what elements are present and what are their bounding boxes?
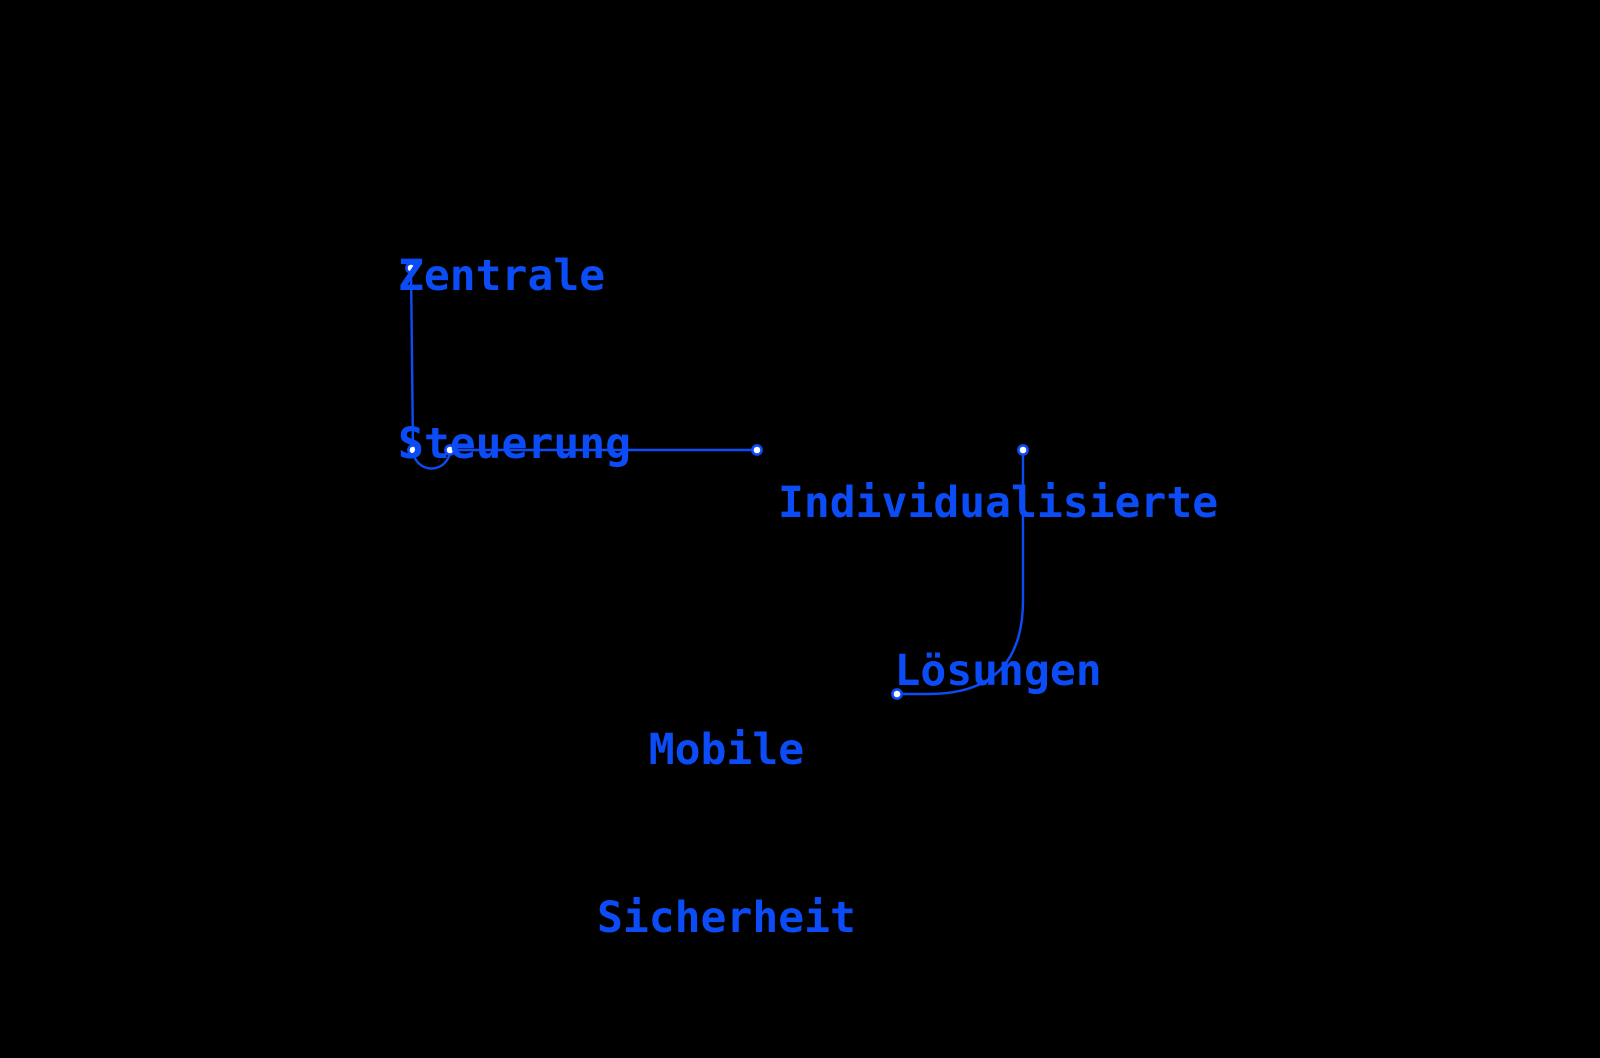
label-mobile-sicherheit-line-2: Sicherheit [597,893,856,943]
label-individualisierte-loesungen-line-2: Lösungen [894,646,1102,696]
label-individualisierte-loesungen-line-1: Individualisierte [778,478,1219,528]
label-zentrale-steuerung-line-2: Steuerung [398,419,631,469]
label-individualisierte-loesungen: Individualisierte Lösungen [778,363,1218,811]
label-mobile-sicherheit: Mobile Sicherheit [597,610,856,1058]
label-mobile-sicherheit-line-1: Mobile [648,725,805,775]
label-zentrale-steuerung: Zentrale Steuerung [398,136,631,584]
node-loesungen-left[interactable] [751,444,763,456]
label-zentrale-steuerung-line-1: Zentrale [398,251,606,301]
diagram-canvas: Zentrale Steuerung Individualisierte Lös… [398,136,1219,943]
